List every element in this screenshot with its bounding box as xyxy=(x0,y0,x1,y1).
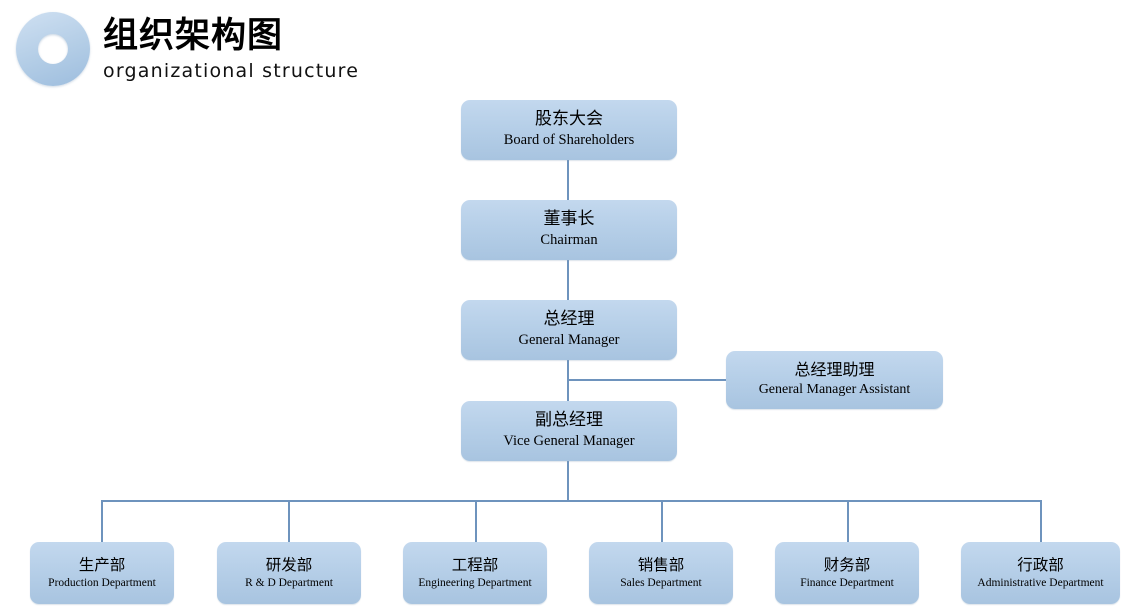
node-label-zh: 研发部 xyxy=(265,555,313,574)
node-label-zh: 销售部 xyxy=(637,555,685,574)
node-label-en: Vice General Manager xyxy=(503,433,635,450)
node-label-en: Chairman xyxy=(540,232,598,249)
node-label-zh: 行政部 xyxy=(1017,555,1064,574)
connector-bus-to-dept-fin xyxy=(847,500,849,542)
node-vice-general-manager[interactable]: 副总经理 Vice General Manager xyxy=(461,401,677,461)
header: 组织架构图 organizational structure xyxy=(0,0,520,95)
page-title-en: organizational structure xyxy=(103,60,360,82)
node-label-zh: 生产部 xyxy=(78,555,126,574)
node-general-manager[interactable]: 总经理 General Manager xyxy=(461,300,677,360)
node-label-en: Administrative Department xyxy=(977,577,1104,590)
node-rd-department[interactable]: 研发部 R & D Department xyxy=(217,542,361,604)
node-label-zh: 总经理助理 xyxy=(794,360,875,380)
node-production-department[interactable]: 生产部 Production Department xyxy=(30,542,174,604)
node-label-en: General Manager Assistant xyxy=(758,382,911,398)
node-label-en: General Manager xyxy=(518,332,620,349)
page-title-zh: 组织架构图 xyxy=(103,16,284,56)
node-general-manager-assistant[interactable]: 总经理助理 General Manager Assistant xyxy=(726,351,943,409)
node-label-zh: 财务部 xyxy=(823,555,871,574)
node-label-zh: 副总经理 xyxy=(535,410,603,431)
node-label-en: Finance Department xyxy=(800,577,894,590)
node-administrative-department[interactable]: 行政部 Administrative Department xyxy=(961,542,1120,604)
connector-department-bus xyxy=(101,500,1041,502)
node-label-zh: 股东大会 xyxy=(535,109,603,130)
connector-bus-to-dept-eng xyxy=(475,500,477,542)
node-sales-department[interactable]: 销售部 Sales Department xyxy=(589,542,733,604)
node-label-en: Sales Department xyxy=(620,577,702,590)
ring-logo-icon xyxy=(16,12,90,86)
node-chairman[interactable]: 董事长 Chairman xyxy=(461,200,677,260)
node-board-of-shareholders[interactable]: 股东大会 Board of Shareholders xyxy=(461,100,677,160)
node-label-en: Engineering Department xyxy=(418,577,532,590)
connector-bus-to-dept-prod xyxy=(101,500,103,542)
connector-board-to-chairman xyxy=(567,160,569,200)
connector-chairman-to-gm xyxy=(567,260,569,300)
node-label-zh: 工程部 xyxy=(451,555,499,574)
connector-vgm-to-bus xyxy=(567,461,569,501)
node-label-en: Production Department xyxy=(48,577,156,590)
connector-gm-to-assistant xyxy=(567,379,727,381)
node-label-zh: 董事长 xyxy=(543,209,595,230)
connector-bus-to-dept-adm xyxy=(1040,500,1042,542)
node-label-en: Board of Shareholders xyxy=(503,132,635,149)
connector-bus-to-dept-rd xyxy=(288,500,290,542)
node-label-en: R & D Department xyxy=(245,577,333,590)
connector-bus-to-dept-sale xyxy=(661,500,663,542)
node-finance-department[interactable]: 财务部 Finance Department xyxy=(775,542,919,604)
node-engineering-department[interactable]: 工程部 Engineering Department xyxy=(403,542,547,604)
node-label-zh: 总经理 xyxy=(543,309,595,330)
